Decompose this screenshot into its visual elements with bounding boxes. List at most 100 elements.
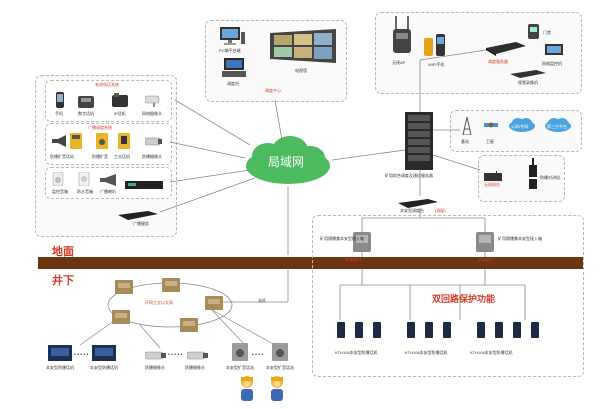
ip-phone-label: IP话机 xyxy=(114,111,126,116)
access-box-left-tag: 本安网口 xyxy=(345,257,361,262)
phone-system-title: 有线电话系统 xyxy=(95,82,119,87)
worker-2-icon xyxy=(268,374,286,402)
server-rack-icon xyxy=(405,112,433,170)
broadcast-switch-icon xyxy=(118,208,158,220)
ip-phone-icon xyxy=(112,93,128,107)
ring-switch-3-icon xyxy=(205,296,223,310)
bottom-item-4-label: 防爆摄像头 xyxy=(185,365,205,370)
bottom-camera-1-icon xyxy=(144,348,167,360)
access-box-left-icon xyxy=(353,232,371,252)
ring-network-label: 环网工业以太网 xyxy=(145,300,173,305)
ring-switch-4-icon xyxy=(112,310,130,324)
video-wall-label: 电视墙 xyxy=(295,68,307,73)
broadcast-system-title: 广播调度系统 xyxy=(88,125,112,130)
explosion-proof-camera-label: 防爆摄像头 xyxy=(142,154,162,159)
industrial-phone-icon xyxy=(118,133,130,149)
radio-station-label: 无线电台 xyxy=(484,182,500,187)
ring-switch-5-icon xyxy=(180,318,198,332)
industrial-phone-label: 工业话机 xyxy=(114,154,130,159)
ring-switch-2-icon xyxy=(162,278,180,292)
bottom-item-6-label: 本安型扩音话站 xyxy=(266,365,294,370)
monitor-speaker-icon xyxy=(52,171,64,187)
horn-icon xyxy=(52,134,66,147)
broadcast-switch-label: 广播服务 xyxy=(133,221,149,226)
phone-system-panel xyxy=(45,80,172,122)
video-recorder-label: 视频录像机 xyxy=(518,80,538,85)
ground-bar xyxy=(38,257,583,269)
ring-switch-1-icon xyxy=(115,280,133,294)
wifi-phone-icon xyxy=(422,34,452,58)
mine-phone-caption-3: KTH106本安型防爆话机 xyxy=(470,350,513,355)
base-station-label: 基站 xyxy=(461,139,469,144)
mobile-phone-icon xyxy=(55,92,65,108)
worker-1-icon xyxy=(238,374,256,402)
monitor-speaker-label: 监控音箱 xyxy=(52,189,68,194)
bottom-item-2-label: 本安型防爆话机 xyxy=(90,365,118,370)
waterproof-speaker-label: 防水音箱 xyxy=(77,189,93,194)
network-camera-icon xyxy=(144,94,163,107)
bottom-speaker-station-1-icon xyxy=(232,343,248,361)
walkie-talkie-label: 防爆对讲机 xyxy=(540,175,560,180)
wireless-ap-label: 无线AP xyxy=(392,60,406,65)
access-control-label: 门禁 xyxy=(543,30,551,35)
access-box-right-label: 矿用隔爆兼本安型接入箱 xyxy=(498,236,542,241)
wifi-phone-label: WIFI手机 xyxy=(428,62,445,67)
above-ground-label: 地面 xyxy=(52,245,74,258)
explosion-proof-speaker-label: 防爆扩音 xyxy=(92,154,108,159)
server-rack-label: 矿用综合调度及通信服务器 xyxy=(385,173,433,178)
explosion-proof-station-icon xyxy=(70,133,82,149)
mine-phone-row xyxy=(337,318,557,342)
network-camera-label: 网络摄像头 xyxy=(142,111,162,116)
video-recorder-icon xyxy=(510,67,546,78)
satellite-icon xyxy=(484,118,498,132)
pc-platform-label: PC端平台端 xyxy=(219,48,241,53)
bottom-phone-station-1-icon xyxy=(48,345,72,361)
dispatch-switch-tag: (选配) xyxy=(435,208,446,213)
satellite-label: 卫星 xyxy=(486,139,494,144)
bottom-speaker-dots: • • • • xyxy=(252,352,264,358)
digital-phone-label: 数字话机 xyxy=(78,111,94,116)
base-station-icon xyxy=(462,116,472,136)
lan-cloud-icon xyxy=(246,136,330,184)
explosion-proof-camera-icon xyxy=(144,136,163,148)
access-box-left-label: 矿用隔爆兼本安型接入箱 xyxy=(320,236,364,241)
dispatch-server-icon xyxy=(486,42,526,56)
waterproof-speaker-icon xyxy=(78,171,90,187)
broadcast-horn-label: 广播喇叭 xyxy=(100,189,116,194)
network-monitor-label: 网络监控机 xyxy=(542,61,562,66)
access-control-icon xyxy=(527,24,541,40)
explosion-proof-station-label: 防爆扩音话站 xyxy=(50,154,74,159)
bottom-item-5-label: 本安型扩音话站 xyxy=(226,365,254,370)
broadcast-horn-icon xyxy=(100,173,116,186)
lan-cloud-label: 局域网 xyxy=(268,155,305,169)
third-party-icon xyxy=(544,118,572,132)
bottom-phone-station-2-icon xyxy=(92,345,116,361)
third-party-label: 第三方平台 xyxy=(547,124,567,129)
public-network-label: 公网/专网 xyxy=(511,124,529,129)
explosion-proof-speaker-icon xyxy=(96,133,108,149)
dispatch-console-label: 调度台 xyxy=(227,81,239,86)
bottom-camera-2-icon xyxy=(186,348,209,360)
mine-right-panel xyxy=(312,215,584,377)
mine-phone-caption-1: KTH106本安型防爆话机 xyxy=(335,350,378,355)
bottom-phone-dots-1: • • • • • xyxy=(74,352,89,358)
pc-platform-icon xyxy=(218,26,246,46)
mobile-phone-label: 手机 xyxy=(55,111,63,116)
dual-loop-feature-label: 双回路保护功能 xyxy=(432,295,496,305)
video-wall-icon xyxy=(268,29,338,65)
bottom-item-3-label: 防爆摄像头 xyxy=(145,365,165,370)
mine-phone-caption-2: KTH106本安型防爆话机 xyxy=(405,350,448,355)
bottom-item-1-label: 本安型防爆话机 xyxy=(46,365,74,370)
access-box-right-tag: 本安网口 xyxy=(478,257,494,262)
wireless-ap-icon xyxy=(392,16,412,56)
radio-station-icon xyxy=(484,168,502,181)
dispatch-center-caption: 调度中心 xyxy=(265,88,281,93)
amplifier-icon xyxy=(125,176,163,189)
walkie-talkie-icon xyxy=(528,158,538,190)
bottom-camera-dots: • • • • • xyxy=(168,352,183,358)
network-monitor-icon xyxy=(545,44,565,58)
dispatch-switch-label: 本安型调度台 xyxy=(400,208,424,213)
access-box-right-icon xyxy=(476,232,494,252)
bottom-speaker-station-2-icon xyxy=(272,343,288,361)
